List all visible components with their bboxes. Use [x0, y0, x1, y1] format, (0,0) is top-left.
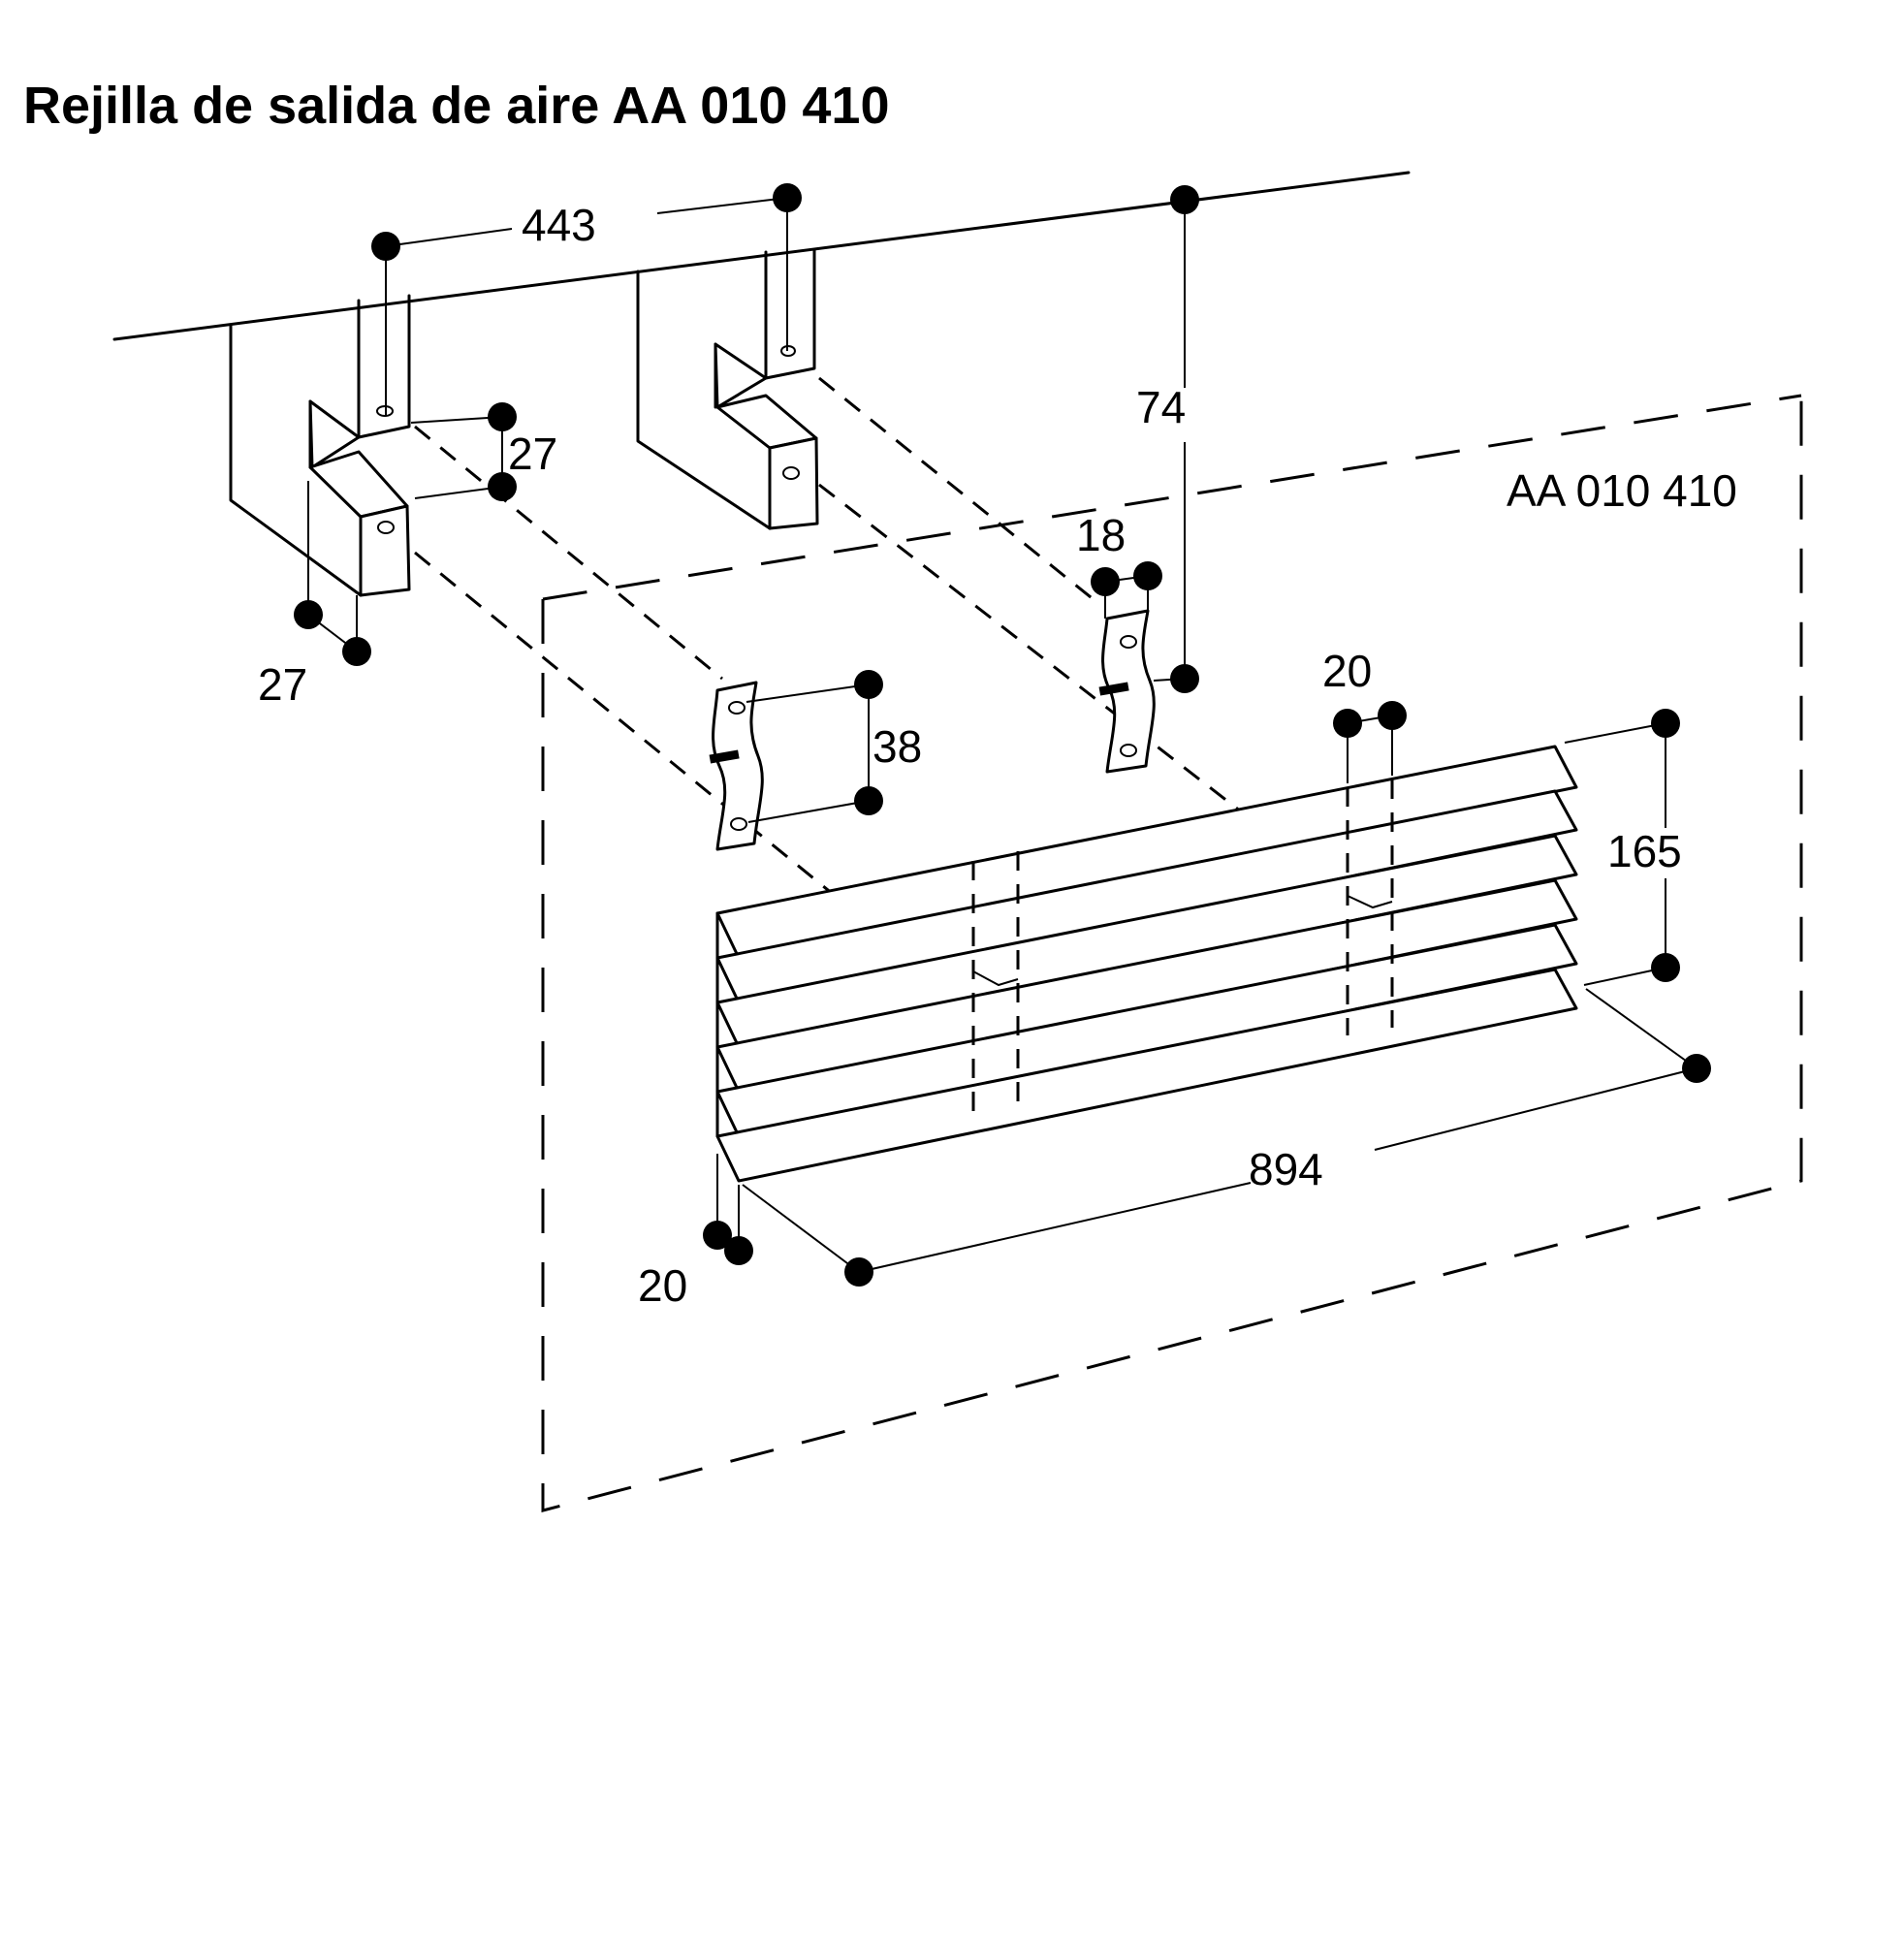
dim-165: 165	[1607, 826, 1682, 876]
right-clip	[1098, 609, 1156, 774]
left-clip	[709, 681, 764, 851]
air-outlet-grille	[715, 745, 1578, 1183]
ceiling-edge-line	[112, 171, 1411, 341]
dimension-dots	[294, 183, 1711, 1287]
right-bracket	[636, 248, 819, 530]
dim-27-bottom: 27	[258, 659, 307, 710]
dim-443: 443	[522, 200, 596, 250]
dim-20-top: 20	[1322, 646, 1372, 696]
left-bracket	[229, 294, 411, 597]
niche-outline	[541, 394, 1803, 1512]
dim-894: 894	[1249, 1144, 1323, 1194]
model-label: AA 010 410	[1507, 465, 1737, 516]
dim-20-bottom: 20	[638, 1260, 687, 1311]
page-title: Rejilla de salida de aire AA 010 410	[23, 77, 890, 135]
dim-74: 74	[1136, 382, 1186, 432]
dimension-lines	[307, 197, 1698, 1273]
dim-38: 38	[873, 721, 922, 772]
dim-27-right: 27	[508, 429, 557, 479]
dim-18: 18	[1076, 510, 1126, 560]
